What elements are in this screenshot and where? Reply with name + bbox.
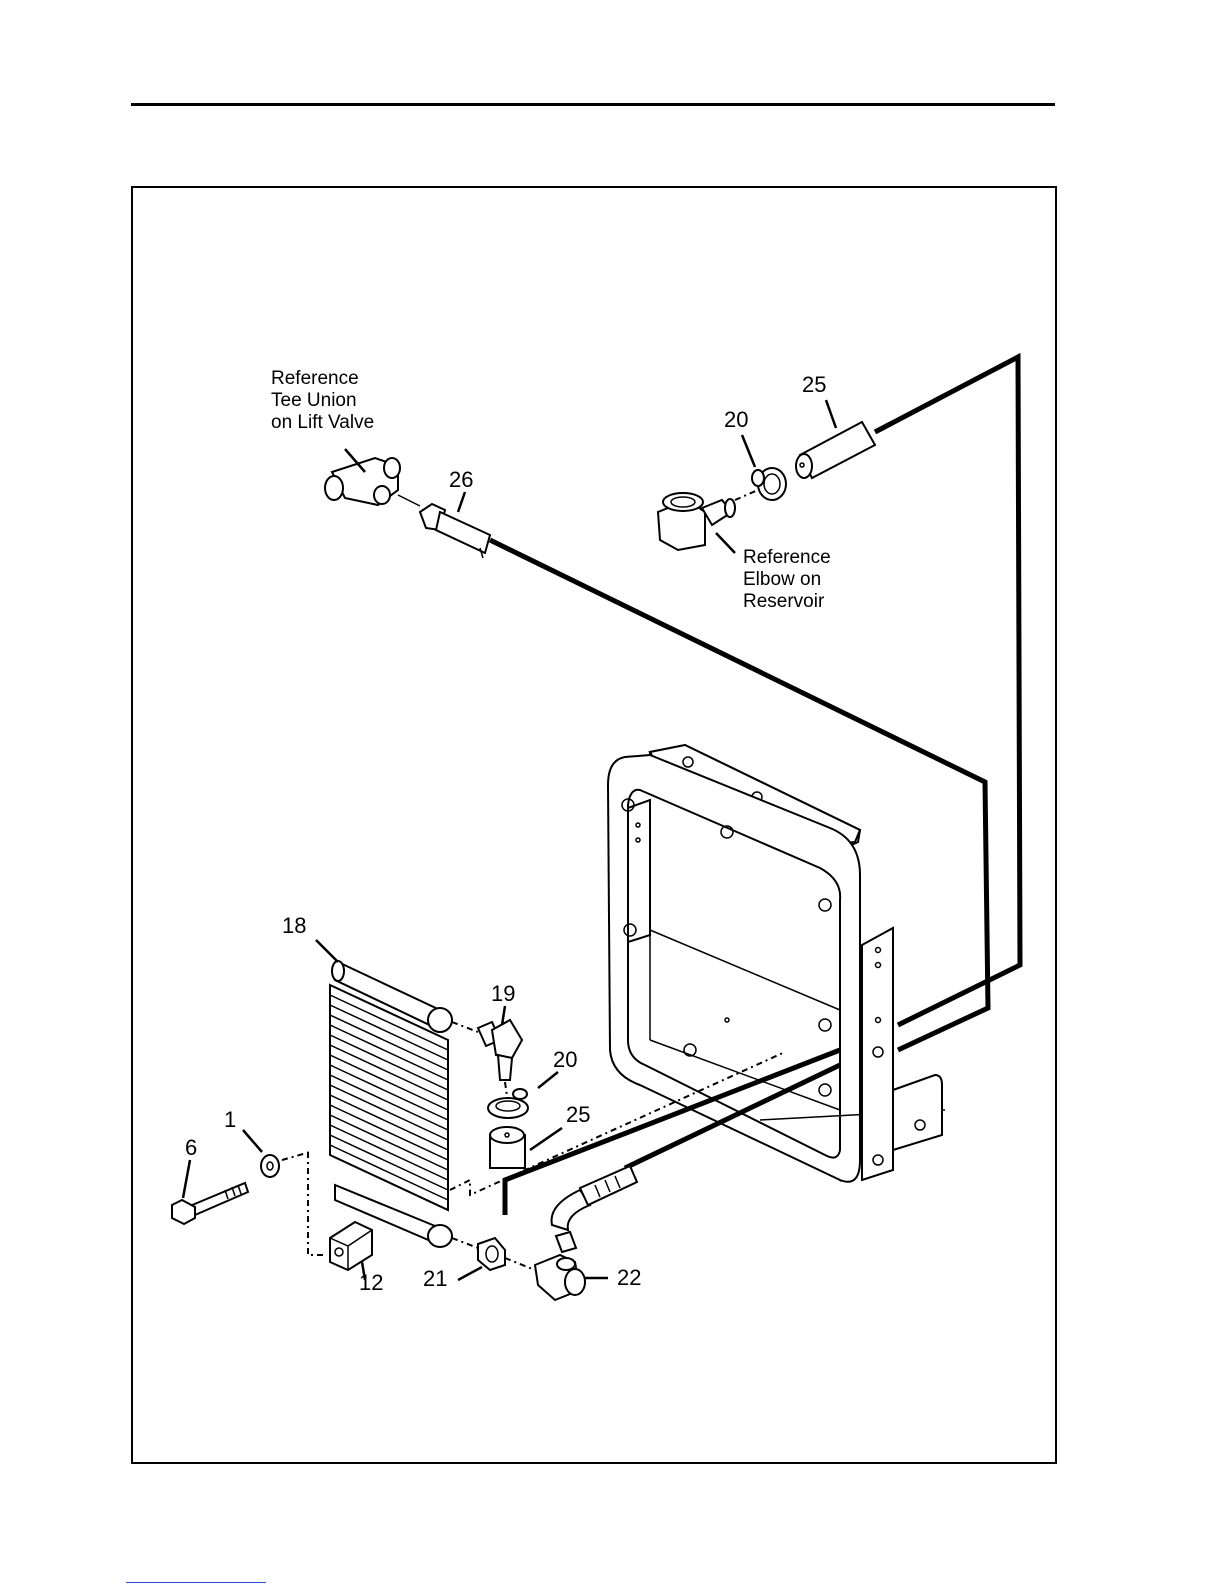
mounting-frame [608,745,945,1182]
reservoir-elbow-fitting [658,493,735,553]
elbow-fitting-19 [452,1006,522,1080]
oil-cooler [316,940,452,1247]
callout-25-upper: 25 [802,372,826,397]
hose-25-upper [796,400,875,478]
callout-21: 21 [423,1266,447,1291]
adapter-21 [452,1238,505,1280]
callout-20-upper: 20 [724,407,748,432]
elbow-ref-line-1: Reference [743,547,831,568]
washer-1 [243,1130,279,1177]
clamp-lower [488,1072,558,1118]
callout-22: 22 [617,1265,641,1290]
callout-26: 26 [449,467,473,492]
elbow-ref-line-2: Elbow on [743,569,821,590]
clamp-upper [735,435,786,500]
tee-union-fitting [325,449,420,506]
hose-end-26 [420,492,490,558]
tee-union-ref-line-1: Reference [271,368,359,389]
tee-union-ref-line-3: on Lift Valve [271,412,374,433]
footer-link-underline [126,1582,266,1583]
elbow-ref-line-3: Reservoir [743,591,825,612]
tee-union-ref-line-2: Tee Union [271,390,357,411]
callout-6: 6 [185,1135,197,1160]
bolt-6 [172,1160,248,1224]
callout-20-lower: 20 [553,1047,577,1072]
callout-25-lower: 25 [566,1102,590,1127]
callout-12: 12 [359,1270,383,1295]
callout-19: 19 [491,981,515,1006]
callout-1: 1 [224,1107,236,1132]
callout-18: 18 [282,913,306,938]
